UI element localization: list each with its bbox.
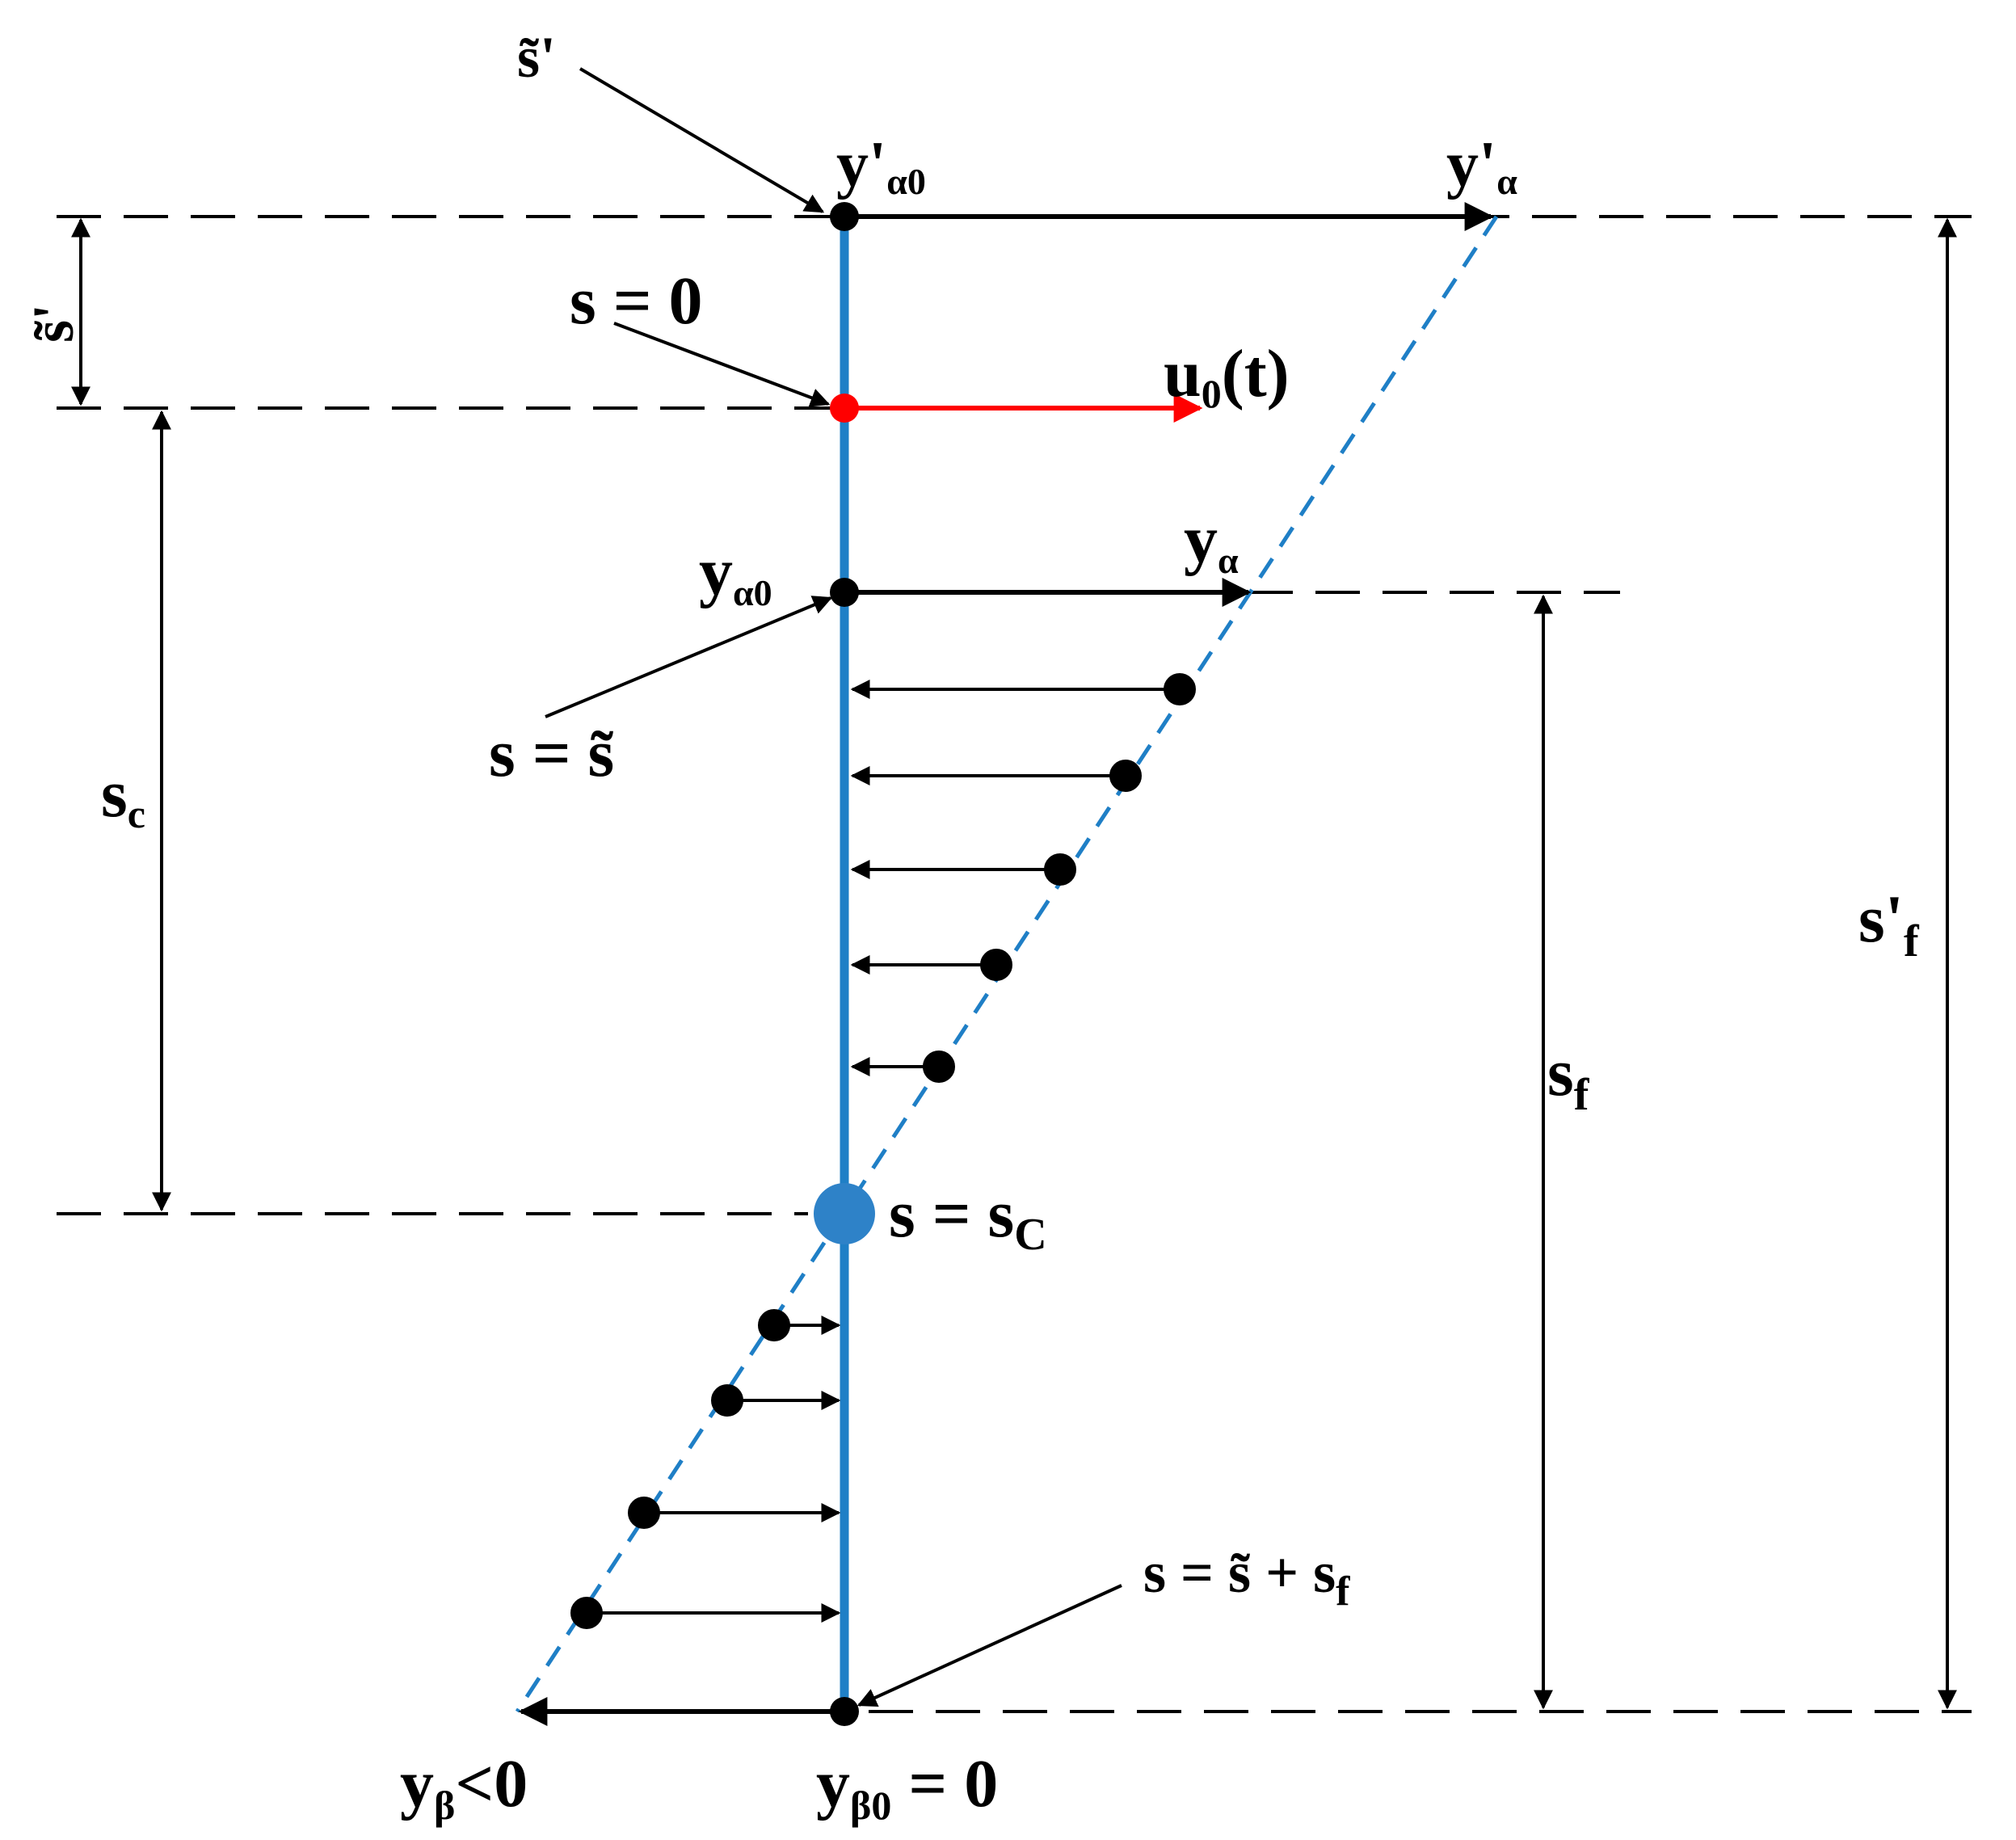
point-s0 <box>830 394 859 423</box>
label-s-f: sf <box>1547 1035 1590 1120</box>
point <box>628 1497 660 1529</box>
label-s-f-prime: s'f <box>1858 882 1920 966</box>
label-s-tilde-prime-dim: s̃' <box>21 304 86 343</box>
upper-velocity-arrows <box>850 673 1196 1083</box>
label-u0t: u0(t) <box>1164 336 1290 416</box>
point-y-alpha0-prime <box>830 202 859 231</box>
label-y-alpha0: yα0 <box>699 534 772 613</box>
reference-lines <box>57 215 1972 1713</box>
point <box>1044 853 1076 886</box>
pointer-arrows <box>545 67 1122 1707</box>
label-s-eq-sc: s = sC <box>889 1177 1047 1260</box>
label-s-zero: s = 0 <box>570 263 703 339</box>
label-y-alpha0-prime: y'α0 <box>836 129 926 202</box>
point-y-beta0 <box>830 1697 859 1726</box>
point <box>1109 760 1142 792</box>
point <box>711 1384 743 1417</box>
label-y-beta0: yβ0 = 0 <box>816 1746 998 1828</box>
label-y-alpha-prime: y'α <box>1446 129 1517 202</box>
point-y-alpha0 <box>830 578 859 607</box>
label-y-alpha: yα <box>1184 502 1239 581</box>
label-s-end: s = s̃ + sf <box>1143 1540 1350 1615</box>
point <box>980 949 1012 981</box>
point-sc <box>814 1183 875 1244</box>
label-s-tilde: s = s̃ <box>489 716 614 791</box>
point <box>923 1051 955 1083</box>
point <box>758 1309 790 1341</box>
point <box>570 1597 603 1629</box>
label-s-tilde-prime-pointer: s̃' <box>517 25 556 90</box>
lower-velocity-arrows <box>570 1309 841 1629</box>
label-s-c-dim: sc <box>101 756 145 836</box>
dimension-arrows <box>71 217 1957 1710</box>
label-y-beta: yβ<0 <box>400 1746 528 1828</box>
point <box>1164 673 1196 705</box>
